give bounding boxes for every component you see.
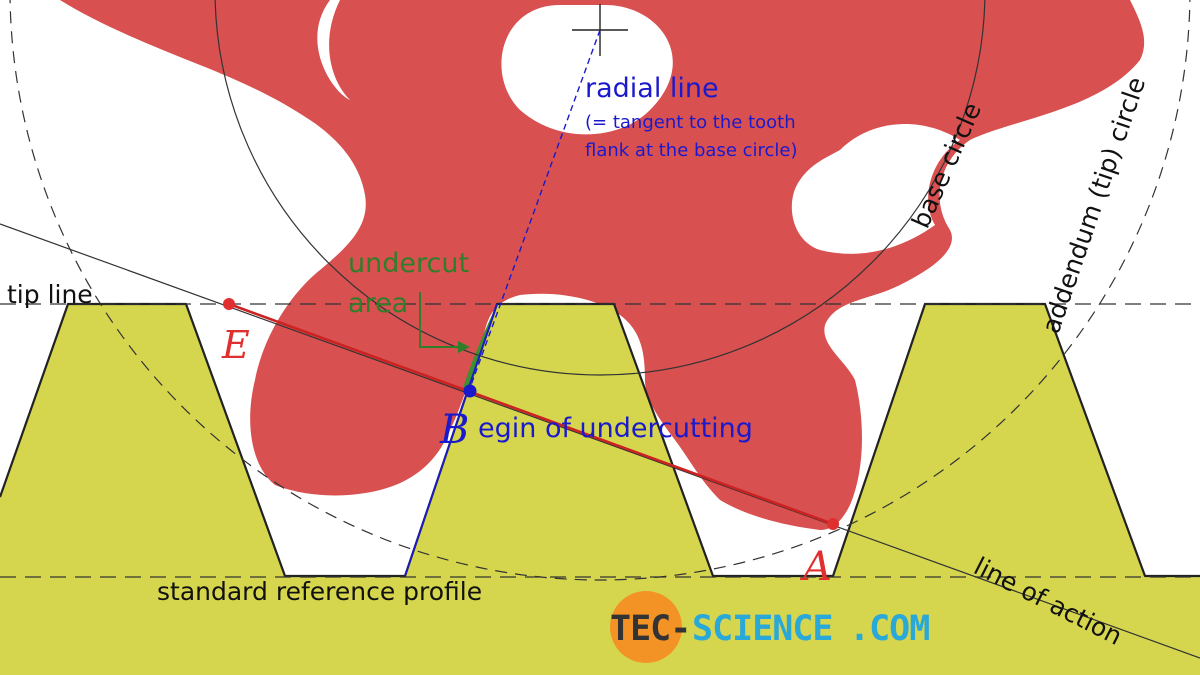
- point-e-marker: [223, 298, 235, 310]
- base-circle: [214, 0, 986, 376]
- begin-undercutting-label: egin of undercutting: [478, 413, 753, 444]
- flank-line: [404, 303, 498, 577]
- addendum-circle: [9, 0, 1191, 581]
- line-of-action: [228, 302, 834, 526]
- logo-part-2: SCIENCE: [692, 609, 833, 649]
- standard-profile-label: standard reference profile: [157, 577, 482, 606]
- point-a-marker: [827, 518, 839, 530]
- radial-line: [469, 29, 601, 389]
- gear-body: [60, 0, 1145, 530]
- radial-line-note-2: flank at the base circle): [585, 140, 798, 161]
- radial-line-label: radial line: [585, 73, 719, 104]
- undercut-label-1: undercut: [348, 248, 469, 279]
- rack-body: [0, 304, 1200, 675]
- undercut-region: [463, 304, 497, 388]
- point-e-label: E: [221, 323, 250, 367]
- logo-part-3: .COM: [849, 609, 929, 649]
- point-b-label: B: [439, 407, 469, 453]
- radial-line-note-1: (= tangent to the tooth: [585, 112, 796, 133]
- undercut-label-2: area: [348, 288, 408, 319]
- addendum-circle-label: addendum (tip) circle: [1036, 73, 1151, 337]
- point-b-marker: [463, 384, 477, 398]
- tec-science-logo: TEC- SCIENCE .COM: [610, 591, 930, 663]
- undercut-arrow-head: [458, 341, 470, 353]
- logo-part-1: TEC-: [610, 609, 690, 649]
- tip-line-label: tip line: [7, 280, 93, 309]
- logo-circle: [610, 591, 682, 663]
- undercut-arrow: [419, 292, 465, 348]
- line-of-action-ext: [0, 223, 1200, 659]
- point-a-label: A: [799, 544, 832, 590]
